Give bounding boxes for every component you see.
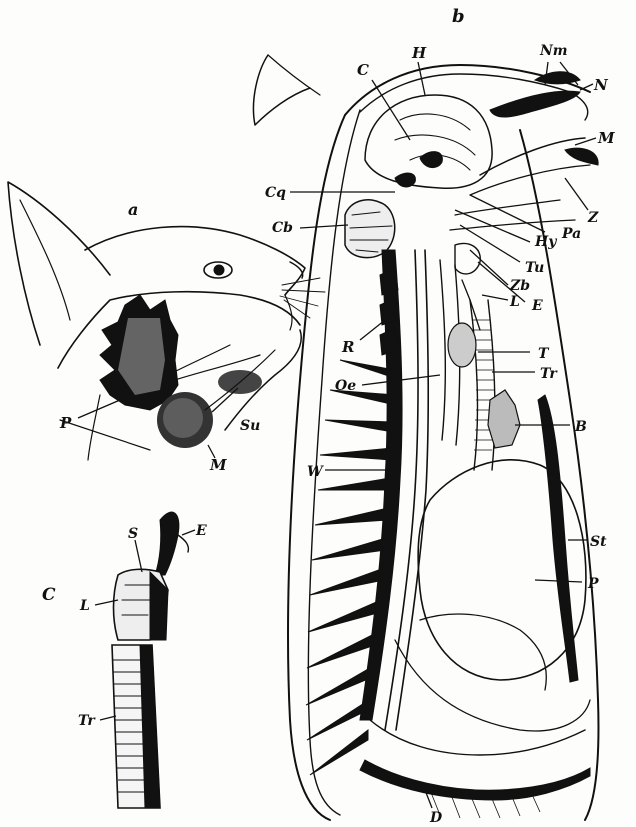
label-a-M: M — [209, 456, 227, 474]
panel-c-drawing — [112, 512, 188, 808]
label-b-Tr: Tr — [540, 366, 558, 382]
label-b-B: B — [574, 419, 587, 435]
label-b-Tu: Tu — [525, 260, 544, 276]
label-b-Cq: Cq — [265, 185, 286, 201]
label-b-Cb: Cb — [272, 220, 293, 236]
label-a-Su: Su — [240, 418, 260, 434]
label-b-E: E — [531, 298, 543, 314]
label-b-T: T — [538, 346, 550, 362]
label-b-St: St — [590, 534, 607, 550]
panel-c-letter: C — [42, 585, 56, 605]
label-b-Hy: Hy — [534, 234, 557, 250]
label-b-Pa: Pa — [561, 226, 581, 242]
panel-a-letter: a — [128, 200, 138, 219]
label-b-P: P — [587, 576, 599, 592]
label-b-L: L — [509, 294, 520, 310]
label-b-Nm: Nm — [539, 43, 568, 59]
label-c-Tr: Tr — [78, 713, 96, 729]
label-a-P: P — [59, 414, 72, 432]
label-c-E: E — [195, 523, 207, 539]
label-c-S: S — [128, 526, 138, 542]
label-b-N: N — [593, 76, 609, 94]
label-b-R: R — [341, 338, 354, 356]
label-b-Oe: Oe — [335, 378, 356, 394]
panel-b-drawing — [253, 55, 598, 820]
panel-b-letter: b — [452, 6, 465, 27]
label-b-H: H — [411, 44, 427, 62]
label-b-D: D — [429, 810, 443, 826]
label-b-C: C — [357, 61, 369, 79]
label-c-L: L — [79, 598, 90, 614]
label-b-Z: Z — [587, 210, 599, 226]
label-b-W: W — [307, 464, 324, 480]
label-b-M: M — [597, 129, 615, 147]
